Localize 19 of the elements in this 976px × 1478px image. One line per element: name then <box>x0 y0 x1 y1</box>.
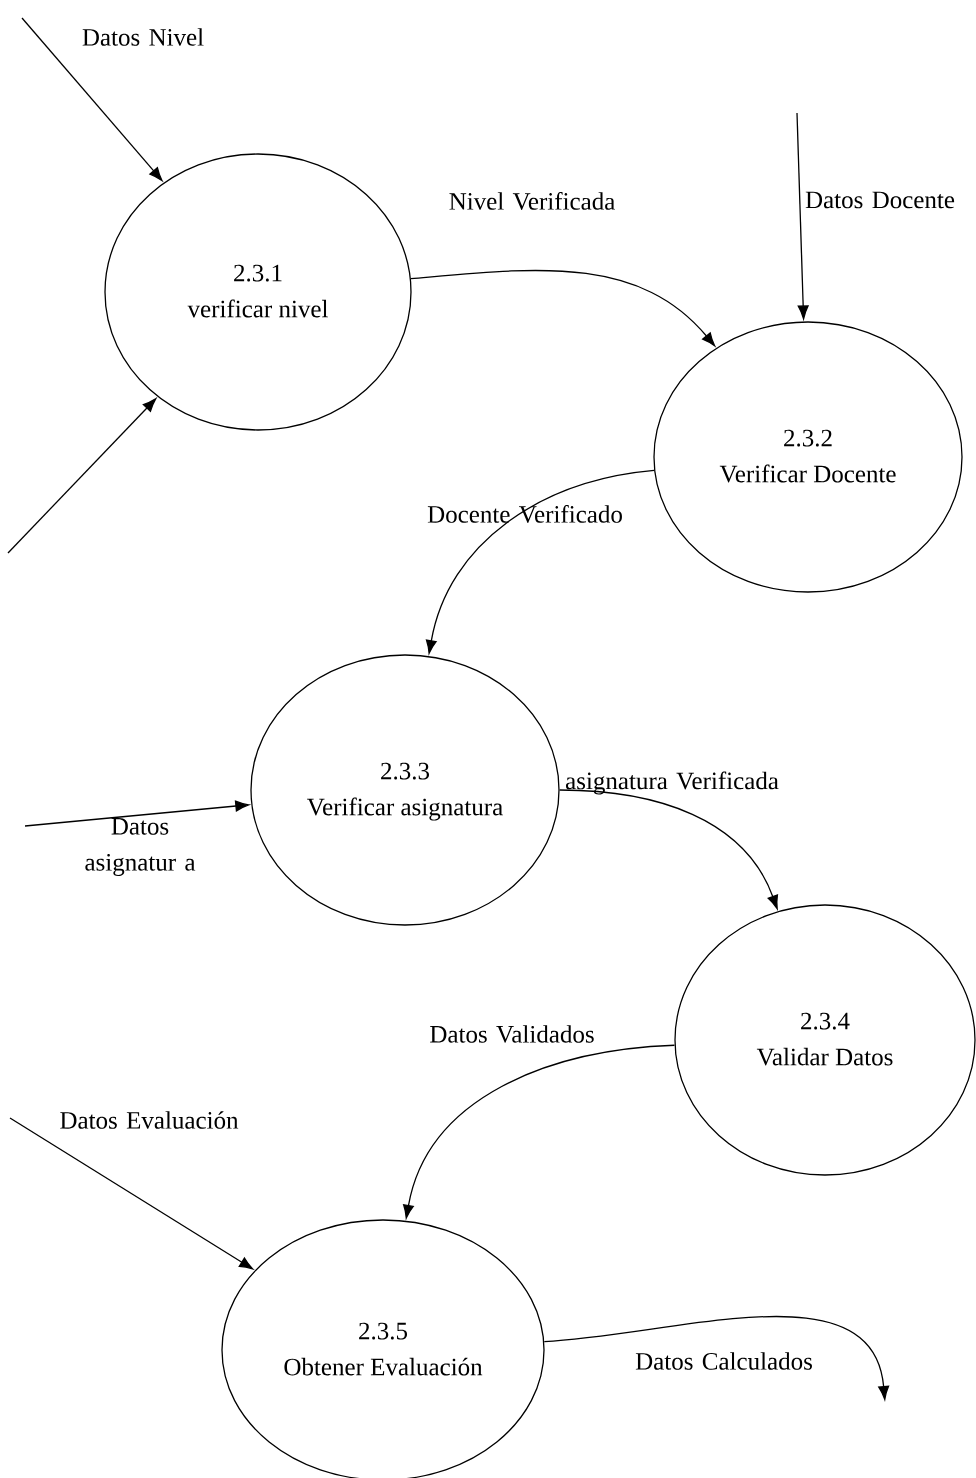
arrow <box>543 1316 890 1400</box>
arrow <box>796 112 809 320</box>
arrow <box>559 789 779 910</box>
arrow <box>403 1044 676 1219</box>
arrow <box>24 800 250 827</box>
arrow <box>425 469 655 654</box>
edge-label: Datos Docente <box>805 191 955 209</box>
arrow <box>21 17 163 182</box>
edge-label: Docente Verificado <box>427 505 622 523</box>
arrow <box>7 398 157 554</box>
edge-label: Datos asignatur a <box>85 818 196 876</box>
edge-label: asignatura Verificada <box>566 771 779 795</box>
arrow <box>9 1117 254 1270</box>
edge-label: Datos Nivel <box>82 28 204 46</box>
edge-label: Datos Validados <box>430 1025 594 1043</box>
edge-label: Datos Calculados <box>635 1352 812 1370</box>
edge-label: Nivel Verificada <box>449 192 615 210</box>
arrow <box>410 269 716 347</box>
edge-label: Datos Evaluación <box>60 1111 239 1129</box>
